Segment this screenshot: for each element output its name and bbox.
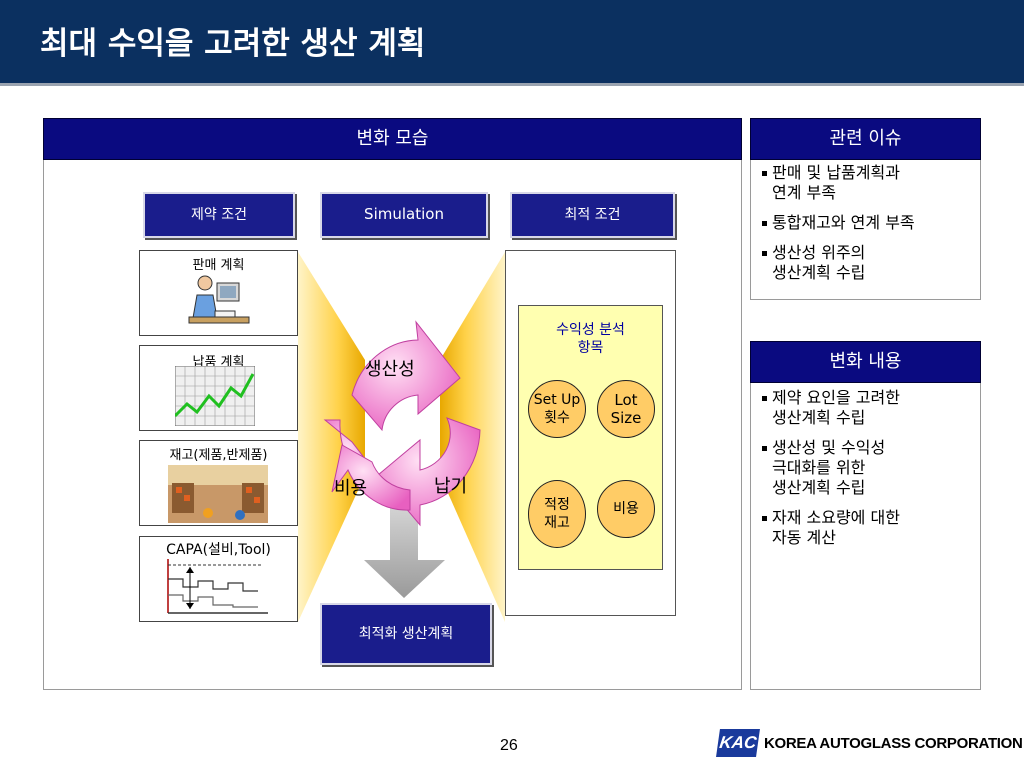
issue-item: 통합재고와 연계 부족 bbox=[762, 213, 977, 233]
analysis-title: 수익성 분석 항목 bbox=[556, 322, 625, 356]
capa-label: CAPA(설비,Tool) bbox=[166, 542, 271, 558]
capacity-chart-icon bbox=[167, 559, 268, 614]
inventory-box: 재고(제품,반제품) bbox=[139, 440, 298, 526]
left-funnel-shape bbox=[298, 252, 365, 622]
optimized-plan-button-label: 최적화 생산계획 bbox=[358, 626, 454, 642]
sales-plan-label: 판매 계획 bbox=[192, 258, 245, 273]
issues-panel-title: 관련 이슈 bbox=[829, 128, 902, 149]
warehouse-icon bbox=[168, 465, 268, 523]
simulation-button-label: Simulation bbox=[364, 205, 444, 223]
optimal-button-label: 최적 조건 bbox=[564, 207, 621, 223]
constraint-button[interactable]: 제약 조건 bbox=[143, 192, 295, 238]
optimal-stock-circle: 적정 재고 bbox=[528, 480, 586, 548]
change-panel-header: 변화 모습 bbox=[43, 118, 742, 160]
issue-item: 생산성 위주의 생산계획 수립 bbox=[762, 243, 977, 283]
company-logo-text: KAC bbox=[718, 733, 758, 752]
content-panel bbox=[750, 341, 981, 690]
trend-chart-icon bbox=[175, 366, 255, 426]
simulation-button[interactable]: Simulation bbox=[320, 192, 488, 238]
cycle-label-cost: 비용 bbox=[334, 478, 368, 499]
page-number: 26 bbox=[500, 737, 518, 754]
optimal-button[interactable]: 최적 조건 bbox=[510, 192, 675, 238]
sales-plan-box: 판매 계획 bbox=[139, 250, 298, 336]
lot-size-circle: Lot Size bbox=[597, 380, 655, 438]
company-logo: KAC bbox=[716, 729, 760, 757]
cycle-label-productivity: 생산성 bbox=[365, 359, 415, 380]
issues-list: 판매 및 납품계획과 연계 부족 통합재고와 연계 부족 생산성 위주의 생산계… bbox=[762, 163, 977, 293]
content-panel-header: 변화 내용 bbox=[750, 341, 981, 383]
inventory-label: 재고(제품,반제품) bbox=[169, 448, 268, 463]
company-name: KOREA AUTOGLASS CORPORATION bbox=[764, 735, 1023, 752]
optimized-plan-button[interactable]: 최적화 생산계획 bbox=[320, 603, 492, 665]
content-item: 제약 요인을 고려한 생산계획 수립 bbox=[762, 388, 977, 428]
office-worker-icon bbox=[188, 275, 250, 324]
page-title: 최대 수익을 고려한 생산 계획 bbox=[40, 26, 426, 62]
capa-box: CAPA(설비,Tool) bbox=[139, 536, 298, 622]
cycle-shape bbox=[323, 320, 481, 527]
content-item: 생산성 및 수익성 극대화를 위한 생산계획 수립 bbox=[762, 438, 977, 498]
delivery-plan-box: 납품 계획 bbox=[139, 345, 298, 431]
cycle-label-delivery: 납기 bbox=[434, 476, 468, 497]
content-item: 자재 소요량에 대한 자동 계산 bbox=[762, 508, 977, 548]
content-list: 제약 요인을 고려한 생산계획 수립 생산성 및 수익성 극대화를 위한 생산계… bbox=[762, 388, 977, 558]
change-panel-title: 변화 모습 bbox=[356, 128, 429, 149]
issues-panel-header: 관련 이슈 bbox=[750, 118, 981, 160]
issue-item: 판매 및 납품계획과 연계 부족 bbox=[762, 163, 977, 203]
constraint-button-label: 제약 조건 bbox=[191, 207, 247, 223]
down-arrow-shape bbox=[364, 500, 445, 598]
cost-circle: 비용 bbox=[597, 480, 655, 538]
setup-count-circle: Set Up 횟수 bbox=[528, 380, 586, 438]
content-panel-title: 변화 내용 bbox=[829, 351, 902, 372]
title-bar bbox=[0, 0, 1024, 86]
